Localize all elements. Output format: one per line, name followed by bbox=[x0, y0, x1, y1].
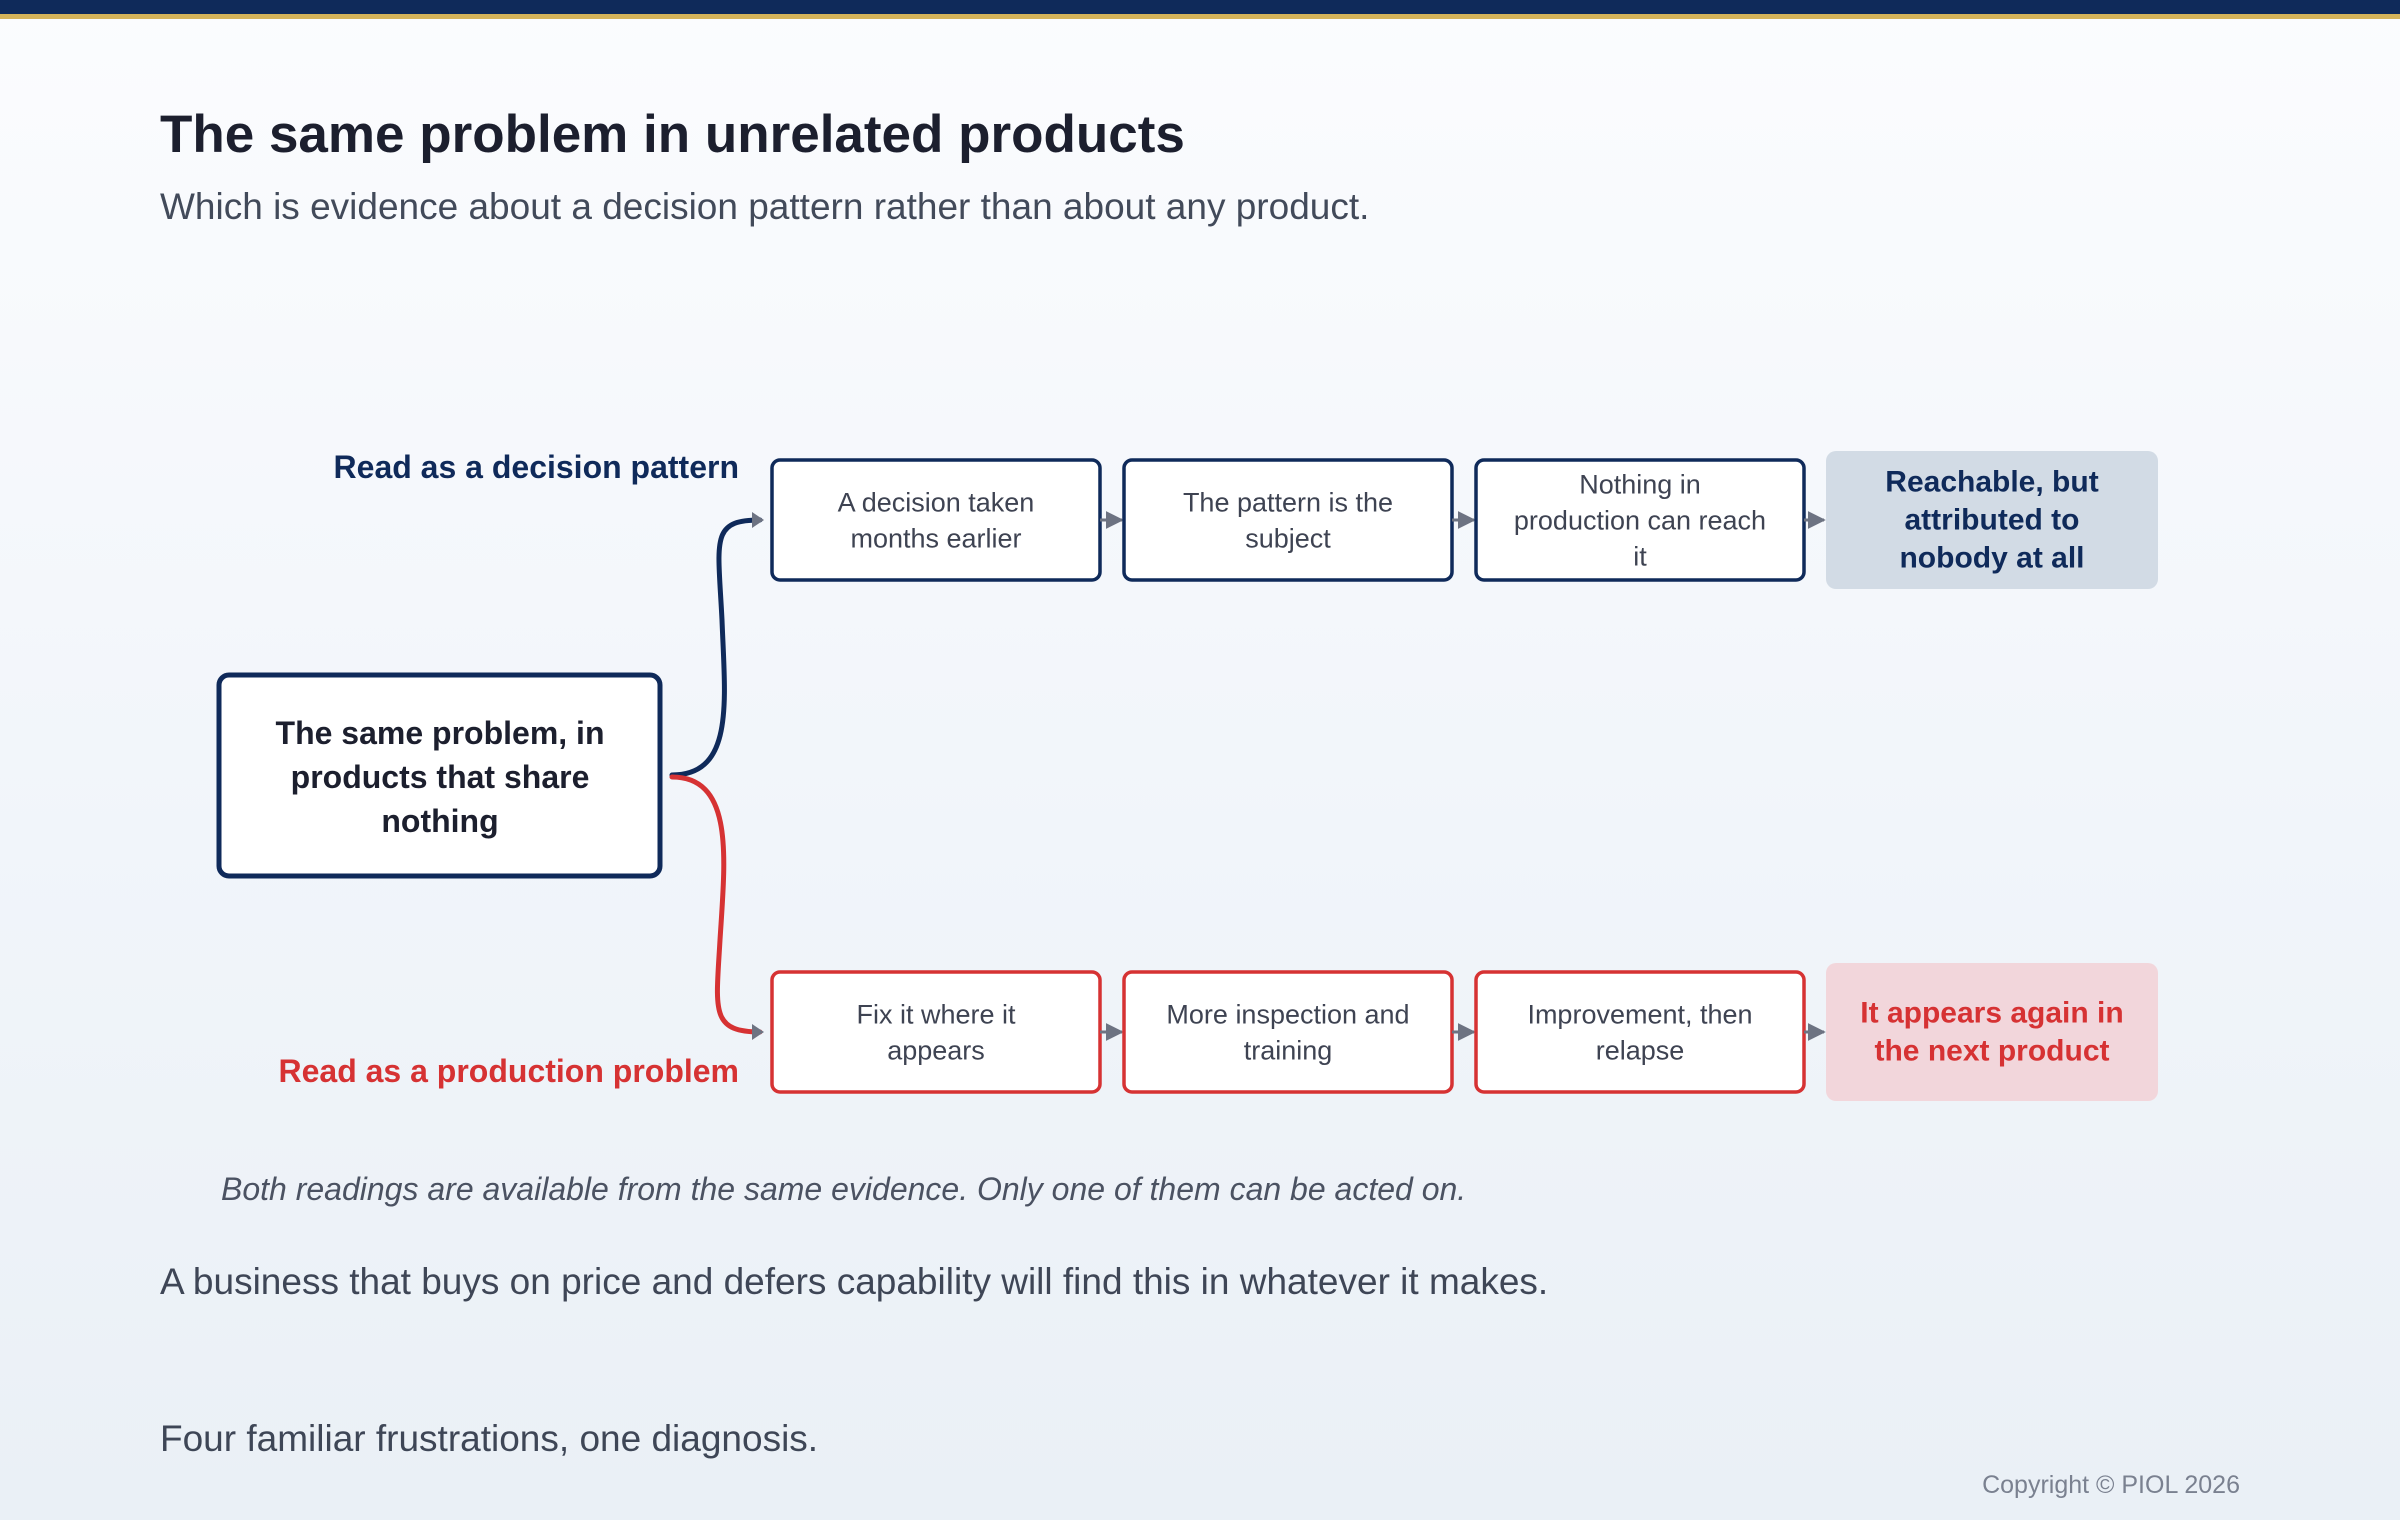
outcome-box-decision bbox=[1826, 451, 2158, 589]
page-subtitle: Which is evidence about a decision patte… bbox=[160, 186, 1370, 227]
branch-connector-decision bbox=[669, 517, 763, 778]
branch-arrowhead-decision bbox=[752, 512, 764, 528]
branch-label-production: Read as a production problem bbox=[278, 1053, 739, 1089]
branch-label-decision: Read as a decision pattern bbox=[334, 449, 739, 485]
branch-connector-production bbox=[669, 774, 763, 1035]
top-accent-stripe bbox=[0, 14, 2400, 19]
step-box-production-2 bbox=[1122, 970, 1454, 1094]
page-title: The same problem in unrelated products bbox=[160, 105, 1185, 164]
body-statement: A business that buys on price and defers… bbox=[160, 1261, 1549, 1302]
source-box bbox=[216, 672, 663, 879]
outcome-box-production bbox=[1826, 963, 2158, 1101]
diagram-caption: Both readings are available from the sam… bbox=[221, 1171, 1467, 1207]
step-box-decision-2 bbox=[1122, 458, 1454, 582]
step-box-production-1 bbox=[770, 970, 1102, 1094]
step-box-production-3 bbox=[1474, 970, 1806, 1094]
step-box-decision-1 bbox=[770, 458, 1102, 582]
branch-arrowhead-production bbox=[752, 1024, 764, 1040]
body-teaser: Four familiar frustrations, one diagnosi… bbox=[160, 1418, 819, 1459]
copyright-notice: Copyright © PIOL 2026 bbox=[1982, 1471, 2240, 1499]
top-accent-bar bbox=[0, 0, 2400, 14]
